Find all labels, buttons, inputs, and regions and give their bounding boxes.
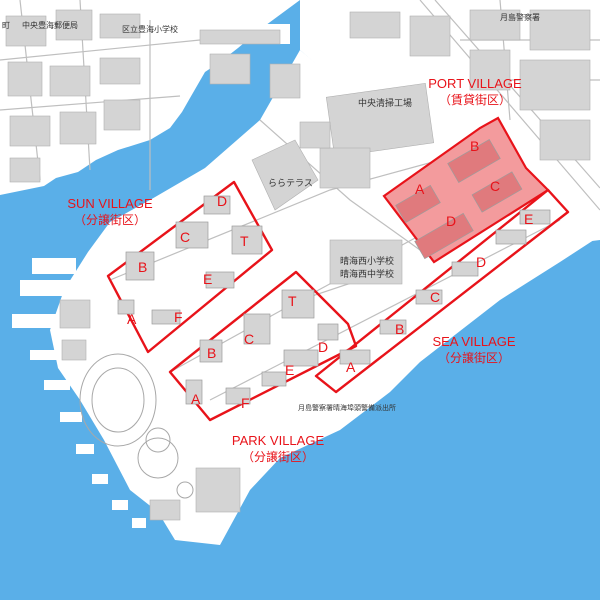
sun-village-name: SUN VILLAGE [67,196,153,211]
pier-6 [60,412,82,422]
pier-7 [76,444,94,454]
port-block-d: D [446,213,456,229]
village-buildings [117,138,551,405]
sun-block-t: T [240,233,249,249]
park-block-c: C [244,331,254,347]
sun-block-d: D [217,193,227,209]
sea-block-b: B [395,321,404,337]
elementary-school-label: 晴海西小学校 [340,255,394,267]
sea-village-type: （分譲街区） [438,350,510,365]
port-block-b: B [470,138,479,154]
corner-fragment-label: 町 [2,21,10,30]
sea-block-e: E [524,211,533,227]
pier-3 [12,314,62,328]
sun-block-b: B [138,259,147,275]
background-buildings [5,9,591,521]
park-block-t: T [288,293,297,309]
pier-1 [32,258,76,274]
port-village-name: PORT VILLAGE [428,76,522,91]
port-village-type: （賃貸街区） [439,92,511,107]
pier-10 [132,518,146,528]
pier-5 [44,380,70,390]
police-top-label: 月島警察署 [500,12,540,22]
lala-terrace-label: ららテラス [268,178,313,189]
park-block-d: D [318,339,328,355]
sun-village-type: （分譲街区） [74,212,146,227]
block-labels: A B C D A B C D E F T A B C D E F T A B … [127,138,533,411]
sea-block-d: D [476,254,486,270]
pier-4 [30,350,60,360]
village-labels: PORT VILLAGE （賃貸街区） SUN VILLAGE （分譲街区） P… [67,76,522,464]
school-top-label: 区立豊海小学校 [122,24,178,34]
sun-block-c: C [180,229,190,245]
park-block-a: A [191,391,201,407]
port-block-c: C [490,178,500,194]
port-block-a: A [415,181,425,197]
sea-block-c: C [430,289,440,305]
sun-block-f: F [174,309,183,325]
pier-2 [20,280,72,296]
pier-8 [92,474,108,484]
junior-high-school-label: 晴海西中学校 [340,268,394,280]
sun-block-a: A [127,311,137,327]
park-area [79,353,194,499]
place-labels: 町 中央豊海郵便局 区立豊海小学校 月島警察署 中央清掃工場 ららテラス 晴海西… [2,12,540,412]
park-village-outline [168,270,358,422]
sea-village-outline [314,188,570,394]
cleaning-plant-label: 中央清掃工場 [358,97,412,109]
pier-9 [112,500,128,510]
sea-village-name: SEA VILLAGE [432,334,515,349]
sun-village-outline [106,180,274,354]
port-village-area [382,116,550,264]
sun-block-e: E [203,271,212,287]
post-office-label: 中央豊海郵便局 [22,20,78,30]
sea-block-a: A [346,359,356,375]
park-block-e: E [285,362,294,378]
police-station-label: 月島警察署晴海埠頭警備派出所 [298,403,396,412]
park-block-f: F [241,395,250,411]
park-village-name: PARK VILLAGE [232,433,325,448]
park-village-type: （分譲街区） [242,449,314,464]
park-block-b: B [207,345,216,361]
